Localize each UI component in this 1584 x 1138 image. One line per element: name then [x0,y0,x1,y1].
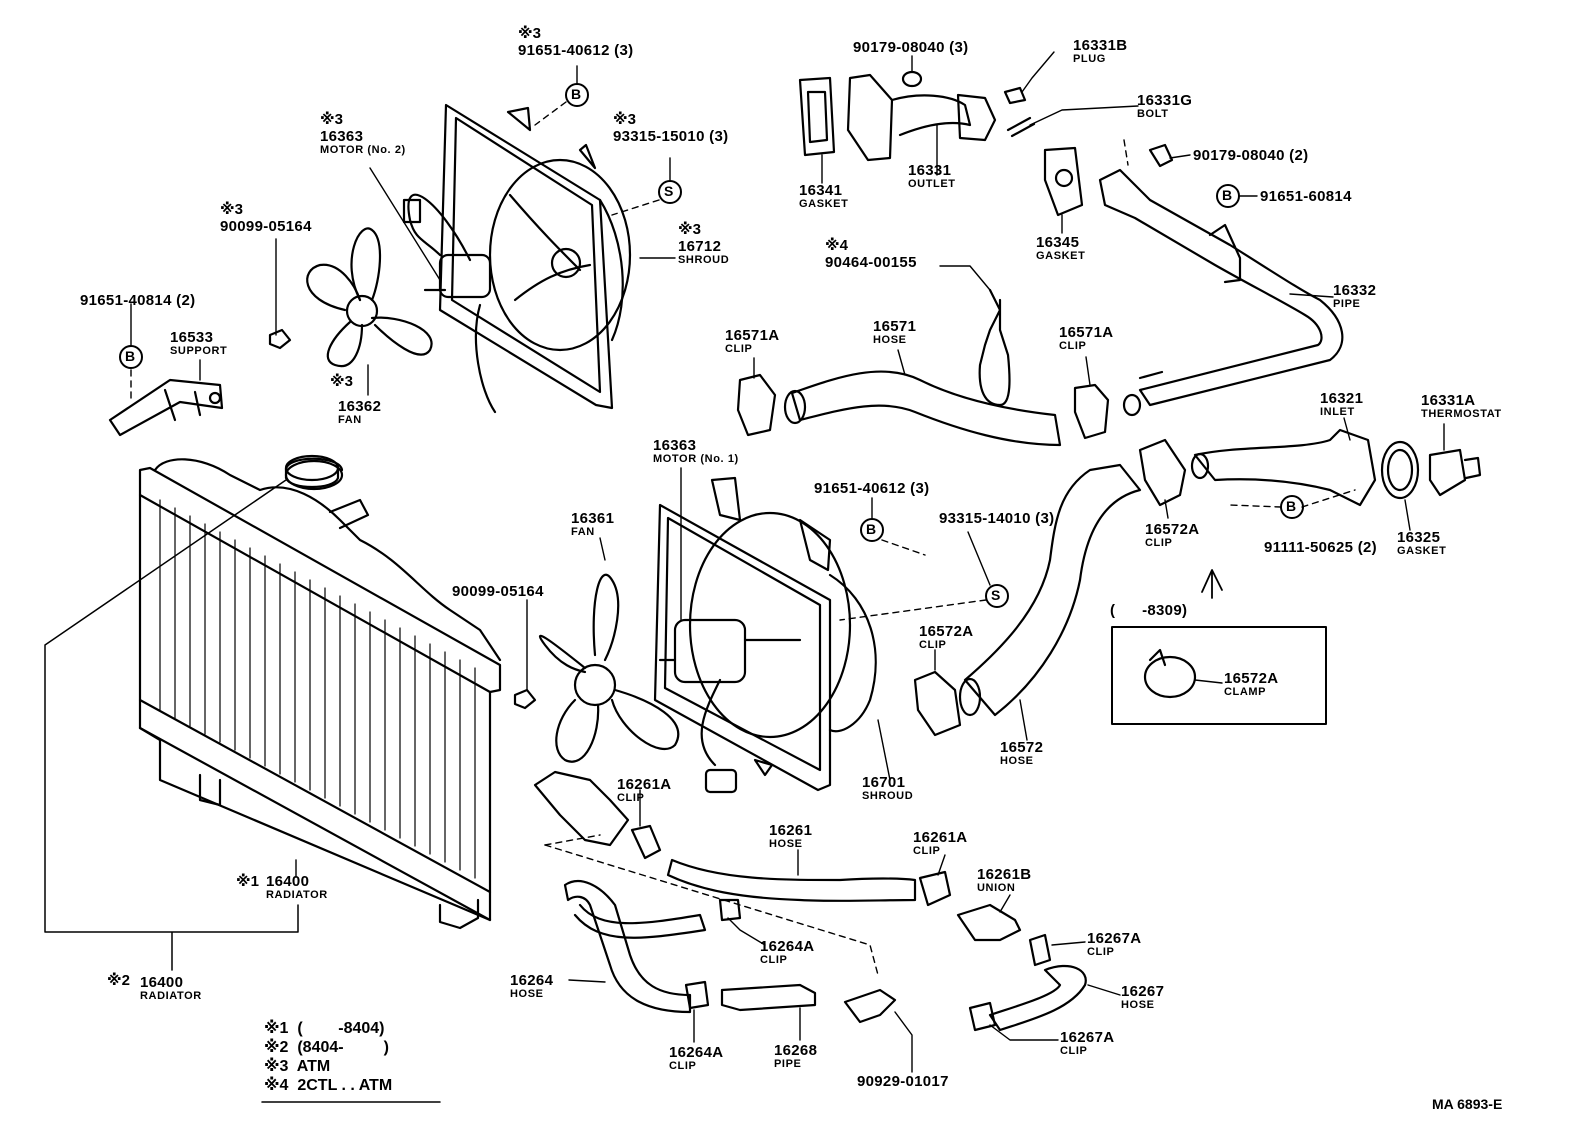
bolt-mark: B [1222,187,1233,203]
label-16571A-clip-left: 16571A CLIP [725,327,780,355]
label-16345-gasket: 16345 GASKET [1036,234,1086,262]
lower-hose-group [533,770,1087,1032]
motor-no2 [402,193,497,414]
label-16261A-clip-left: 16261A CLIP [617,776,672,804]
label-90099-05164-mid: 90099-05164 [452,583,544,600]
label-16331-outlet: 16331 OUTLET [908,162,956,190]
label-16267-hose: 16267 HOSE [1121,983,1165,1011]
label-16572A-clip-mid: 16572A CLIP [919,623,974,651]
label-91651-60814: 91651-60814 [1260,188,1352,205]
label-90929-01017: 90929-01017 [857,1073,949,1090]
outlet-group [798,70,1174,217]
motor-no1 [658,618,802,794]
label-16362-fan-num: 16362 FAN [338,398,382,426]
legend-item-3: ※3 ATM [264,1058,331,1075]
label-16331G-bolt: 16331G BOLT [1137,92,1193,120]
label-16571A-clip-right: 16571A CLIP [1059,324,1114,352]
label-16572-hose: 16572 HOSE [1000,739,1044,767]
label-16332-pipe: 16332 PIPE [1333,282,1377,310]
hose-16572 [913,463,1142,737]
label-16321-inlet: 16321 INLET [1320,390,1364,418]
label-16400-radiator-1: ※1 [236,873,259,890]
label-16712-shroud: ※3 16712 SHROUD [678,221,730,266]
radiator-leader-lines [44,479,299,971]
label-16264A-clip-bottom: 16264A CLIP [669,1044,724,1072]
label-16361-fan: 16361 FAN [571,510,615,538]
legend-item-2: ※2 (8404- ) [264,1039,389,1056]
pipe-16332 [1098,168,1344,417]
label-16264A-clip-top: 16264A CLIP [760,938,815,966]
label-16264-hose: 16264 HOSE [510,972,554,1000]
screw-mark: S [664,183,674,199]
label-16261A-clip-right: 16261A CLIP [913,829,968,857]
lower-shroud [653,476,877,792]
label-90464-00155: ※4 90464-00155 [825,237,917,271]
legend-item-4: ※4 2CTL . . ATM [264,1077,393,1094]
label-91651-40612-top: ※3 91651-40612 (3) [518,25,634,59]
bolt-mark: B [125,348,136,364]
label-16331A-thermostat: 16331A THERMOSTAT [1421,392,1502,420]
support-16533 [108,378,224,437]
leader-lines [130,51,1445,1073]
bolt-mark: B [1286,498,1297,514]
label-16267A-clip-top: 16267A CLIP [1087,930,1142,958]
bolt-mark: B [866,521,877,537]
label-16400-radiator-2-num: 16400 RADIATOR [140,974,202,1002]
label-16400-radiator-1-num: 16400 RADIATOR [266,873,328,901]
fan-16361 [538,573,680,763]
label-90099-05164-top: ※3 90099-05164 [220,201,312,235]
legend-item-1: ※1 ( -8404) [264,1020,385,1037]
radiator [138,457,502,930]
footnote-legend: ※1 ( -8404) ※2 (8404- ) ※3 ATM ※4 2CTL .… [264,1019,392,1095]
label-16400-radiator-2: ※2 [107,972,130,989]
inlet-thermostat-group [1138,428,1482,507]
label-16572A-clamp: 16572A CLAMP [1224,670,1279,698]
label-90179-08040-2: 90179-08040 (2) [1193,147,1309,164]
label-93315-14010: 93315-14010 (3) [939,510,1055,527]
nut-90099-upper [268,328,292,350]
circle-marks [119,83,1304,608]
label-16268-pipe: 16268 PIPE [774,1042,818,1070]
label-16261-hose: 16261 HOSE [769,822,813,850]
label-16362-fan: ※3 [330,373,353,390]
screw-mark: S [991,587,1001,603]
label-16533-support: 16533 SUPPORT [170,329,228,357]
label-16325-gasket: 16325 GASKET [1397,529,1447,557]
label-16363-motor-no1: 16363 MOTOR (No. 1) [653,437,739,465]
label-91111-50625: 91111-50625 (2) [1264,539,1377,556]
label-16363-motor-no2: ※3 16363 MOTOR (No. 2) [320,111,406,156]
label-16331B-plug: 16331B PLUG [1073,37,1128,65]
nut-90099-lower [513,688,537,710]
label-16701-shroud: 16701 SHROUD [862,774,914,802]
label-91651-40814: 91651-40814 (2) [80,292,196,309]
label-16341-gasket: 16341 GASKET [799,182,849,210]
label-16267A-clip-bottom: 16267A CLIP [1060,1029,1115,1057]
label-16572A-clip-top: 16572A CLIP [1145,521,1200,549]
label-8309: ( -8309) [1110,602,1188,619]
hose-16571 [736,370,1110,447]
fan-16362 [306,227,433,368]
label-93315-15010: ※3 93315-15010 (3) [613,111,729,145]
bolt-mark: B [571,86,582,102]
label-16571-hose: 16571 HOSE [873,318,917,346]
label-90179-08040-3: 90179-08040 (3) [853,39,969,56]
label-16261B-union: 16261B UNION [977,866,1032,894]
label-91651-40612-mid: 91651-40612 (3) [814,480,930,497]
clip-90464 [978,288,1011,407]
radiator-cap [284,454,340,488]
clamp-detail-box [1111,569,1327,725]
drawing-code: MA 6893-E [1432,1096,1503,1112]
